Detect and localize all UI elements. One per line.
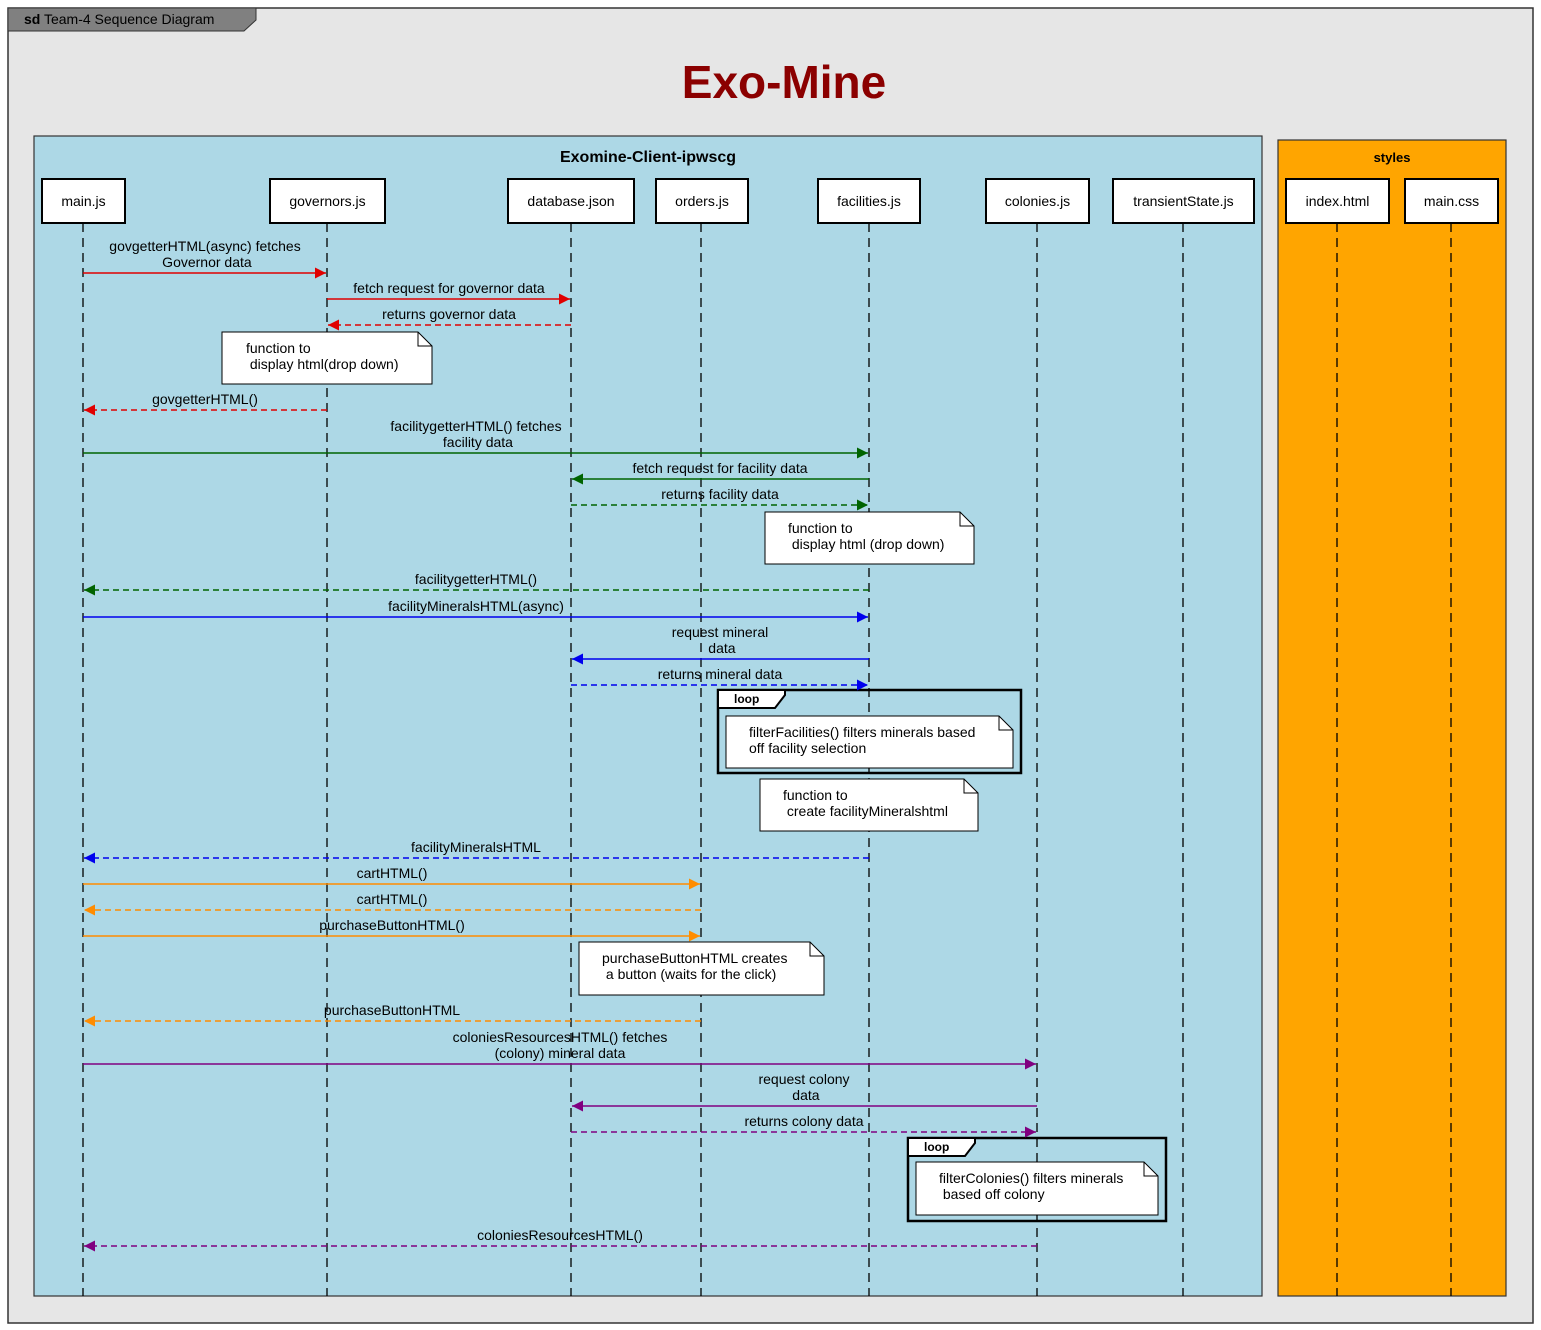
note — [915, 1161, 1159, 1216]
note-fold — [963, 779, 978, 794]
message-label: returns facility data — [661, 486, 779, 502]
diagram-title: Exo-Mine — [682, 56, 886, 108]
note — [764, 511, 975, 565]
note-fold — [998, 716, 1013, 731]
note-text: purchaseButtonHTML creates a button (wai… — [602, 950, 787, 982]
message-label: facilitygetterHTML() fetches facility da… — [390, 418, 561, 450]
message-label: facilityMineralsHTML — [411, 839, 541, 855]
loop-frame — [906, 1136, 1168, 1223]
lifeline-box-database — [507, 178, 635, 224]
message-label: cartHTML() — [357, 865, 428, 881]
lifeline-label-governors: governors.js — [289, 193, 365, 209]
lifeline-box-governors — [269, 178, 386, 224]
loop-tab — [717, 689, 786, 709]
message-label: request mineral data — [672, 624, 769, 656]
note — [578, 941, 825, 996]
styles-group — [1277, 139, 1507, 1297]
message-label: govgetterHTML(async) fetches Governor da… — [109, 238, 300, 270]
lifeline-label-index: index.html — [1306, 193, 1370, 209]
note-text: function to display html (drop down) — [788, 520, 944, 552]
loop-tab — [907, 1137, 976, 1157]
message-label: fetch request for facility data — [632, 460, 807, 476]
lifeline-box-transient — [1112, 178, 1255, 224]
note — [759, 778, 979, 832]
message-label: cartHTML() — [357, 891, 428, 907]
message-label: fetch request for governor data — [353, 280, 545, 296]
lifeline-box-facilities — [817, 178, 921, 224]
client-group — [33, 135, 1263, 1297]
lifeline-box-colonies — [985, 178, 1090, 224]
note — [725, 715, 1014, 769]
note-text: function to display html(drop down) — [246, 340, 399, 372]
note-fold — [809, 942, 824, 957]
lifeline-label-colonies: colonies.js — [1005, 193, 1070, 209]
lifeline-box-main — [41, 178, 126, 224]
lifelines: main.js governors.js database.json orders.j… — [41, 178, 1499, 1296]
note-fold — [959, 512, 974, 527]
loop-label: loop — [924, 1140, 949, 1154]
frame-label: sd Team-4 Sequence Diagram — [24, 11, 214, 27]
lifeline-box-index — [1285, 178, 1390, 224]
lifeline-box-css — [1404, 178, 1499, 224]
message-label: purchaseButtonHTML() — [319, 917, 465, 933]
loop-label: loop — [734, 692, 759, 706]
notes-and-loops: loop loop function to display html(drop do… — [221, 331, 1168, 1223]
message-label: request colony data — [758, 1071, 849, 1103]
lifeline-label-css: main.css — [1424, 193, 1479, 209]
loop-frame — [716, 688, 1023, 775]
message-label: returns colony data — [744, 1113, 863, 1129]
lifeline-label-main: main.js — [61, 193, 105, 209]
message-label: purchaseButtonHTML — [324, 1002, 460, 1018]
message-label: facilitygetterHTML() — [415, 571, 537, 587]
lifeline-label-transient: transientState.js — [1133, 193, 1233, 209]
note-text: filterFacilities() filters minerals base… — [749, 724, 975, 756]
note — [221, 331, 433, 385]
messages: govgetterHTML(async) fetches Governor da… — [83, 238, 1037, 1252]
note-text: function to create facilityMineralshtml — [783, 787, 948, 819]
message-label: coloniesResourcesHTML() fetches(colony) … — [453, 1029, 668, 1061]
frame-tab — [7, 7, 257, 32]
message-label: coloniesResourcesHTML() — [477, 1227, 643, 1243]
message-label: govgetterHTML() — [152, 391, 258, 407]
lifeline-label-orders: orders.js — [675, 193, 729, 209]
message-label: facilityMineralsHTML(async) — [388, 598, 564, 614]
lifeline-label-facilities: facilities.js — [837, 193, 901, 209]
message-label: returns governor data — [382, 306, 516, 322]
message-label: returns mineral data — [658, 666, 783, 682]
client-group-label: Exomine-Client-ipwscg — [560, 149, 736, 166]
styles-group-label: styles — [1374, 150, 1411, 165]
note-text: filterColonies() filters minerals based … — [939, 1170, 1123, 1202]
note-fold — [417, 332, 432, 347]
note-fold — [1143, 1162, 1158, 1177]
lifeline-box-orders — [655, 178, 749, 224]
lifeline-label-database: database.json — [527, 193, 614, 209]
